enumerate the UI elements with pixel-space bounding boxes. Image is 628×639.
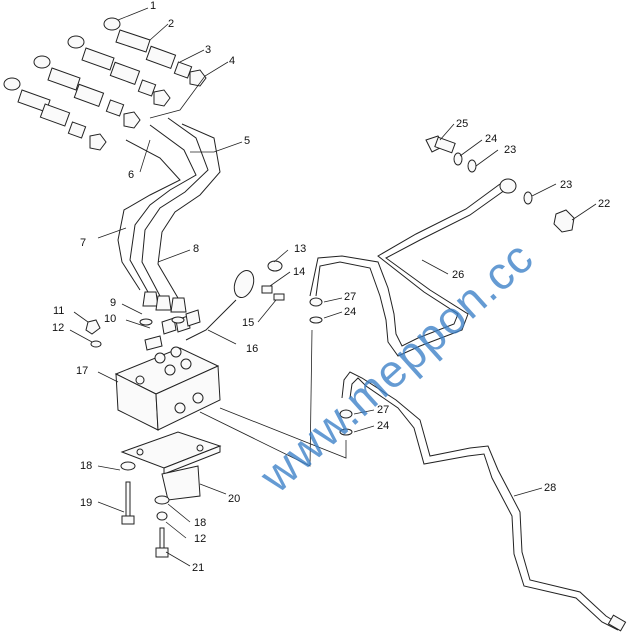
- callout-18b: 18: [194, 517, 206, 529]
- callout-9: 9: [110, 297, 116, 309]
- callout-5: 5: [244, 135, 250, 147]
- callout-4: 4: [229, 55, 235, 67]
- callout-19: 19: [80, 497, 92, 509]
- valve-block: [114, 309, 221, 431]
- callout-24c: 24: [377, 420, 389, 432]
- small-hardware: [85, 260, 285, 558]
- callout-23a: 23: [504, 144, 516, 156]
- callout-20: 20: [228, 493, 240, 505]
- callout-17: 17: [76, 365, 88, 377]
- callout-16: 16: [246, 343, 258, 355]
- callout-26: 26: [452, 269, 464, 281]
- tube-line-28: [339, 371, 627, 632]
- callout-10: 10: [104, 313, 116, 325]
- callout-22: 22: [598, 198, 610, 210]
- callout-14: 14: [293, 266, 305, 278]
- tube-line-26: [309, 135, 575, 357]
- callout-12a: 12: [52, 322, 64, 334]
- callout-27b: 27: [377, 404, 389, 416]
- callout-12b: 12: [194, 533, 206, 545]
- callout-11: 11: [53, 305, 64, 317]
- coupler-row-1: [103, 17, 207, 87]
- callout-3: 3: [205, 44, 211, 56]
- coupler-row-2: [67, 35, 171, 107]
- callout-labels: 1 2 3 4 5 6 7 8 9 10 11 12 13 14 15 16 1…: [52, 0, 610, 574]
- callout-1: 1: [150, 0, 156, 12]
- callout-13: 13: [294, 243, 306, 255]
- callout-21: 21: [192, 562, 204, 574]
- callout-6: 6: [128, 169, 134, 181]
- callout-8: 8: [193, 243, 199, 255]
- callout-25: 25: [456, 118, 468, 130]
- callout-23b: 23: [560, 179, 572, 191]
- callout-27a: 27: [344, 291, 356, 303]
- callout-7: 7: [80, 237, 86, 249]
- callout-15: 15: [242, 317, 254, 329]
- leader-lines: [69, 7, 597, 567]
- tube-bundle: [117, 117, 221, 313]
- coupler-row-3: [33, 55, 141, 129]
- mounting-bracket: [120, 431, 222, 501]
- coupler-row-4: [3, 77, 107, 151]
- callout-2: 2: [168, 18, 174, 30]
- quick-coupler-assemblies: [3, 17, 207, 151]
- callout-24b: 24: [344, 306, 356, 318]
- callout-28: 28: [544, 482, 556, 494]
- callout-24a: 24: [485, 133, 497, 145]
- callout-18a: 18: [80, 460, 92, 472]
